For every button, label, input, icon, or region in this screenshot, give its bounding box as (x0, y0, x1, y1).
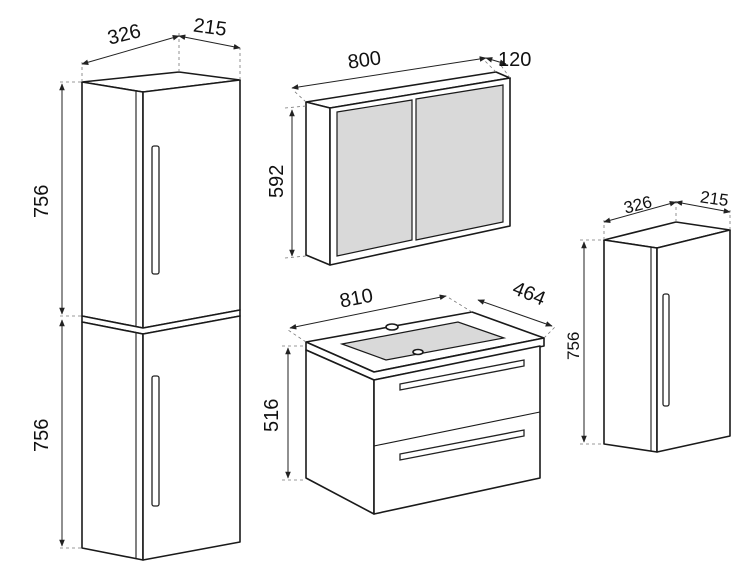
top-drawer-handle (399, 359, 525, 391)
tall-lower-handle (151, 375, 160, 507)
tall-lower-height-label: 756 (31, 419, 53, 452)
wall-height-label: 756 (564, 332, 583, 360)
vanity-width-label: 810 (338, 285, 375, 313)
wall-unit-handle (662, 293, 670, 407)
drain (412, 348, 424, 356)
mirror-right-door (415, 84, 504, 241)
tall-depth-label: 215 (192, 14, 228, 40)
tall-upper-handle (151, 145, 160, 275)
wall-unit: 326 215 756 (564, 187, 731, 453)
wall-width-label: 326 (622, 192, 654, 217)
drawer-divider (373, 411, 541, 447)
tall-unit-lower-side (81, 321, 144, 561)
mirror-side (305, 101, 331, 266)
mirror-left-door (336, 99, 413, 257)
tall-width-label: 326 (105, 20, 143, 49)
wall-unit-side (603, 239, 658, 453)
bottom-drawer-handle (399, 429, 525, 461)
mirror-cabinet: 800 120 592 (266, 47, 531, 266)
tall-unit-lower-front (142, 315, 241, 561)
tall-unit: 326 215 756 756 (31, 14, 241, 561)
tall-upper-height-label: 756 (31, 185, 53, 218)
tall-unit-upper-side (81, 81, 144, 329)
mirror-height-label: 592 (266, 165, 288, 198)
tap-hole (385, 323, 399, 331)
wall-depth-label: 215 (699, 187, 730, 210)
vanity-depth-label: 464 (509, 277, 548, 310)
vanity-unit: 810 464 516 (261, 277, 557, 515)
wall-unit-front (656, 229, 731, 453)
vanity-height-label: 516 (261, 399, 283, 432)
mirror-width-label: 800 (346, 47, 382, 73)
mirror-depth-label: 120 (498, 49, 531, 71)
vanity-front (373, 345, 541, 515)
